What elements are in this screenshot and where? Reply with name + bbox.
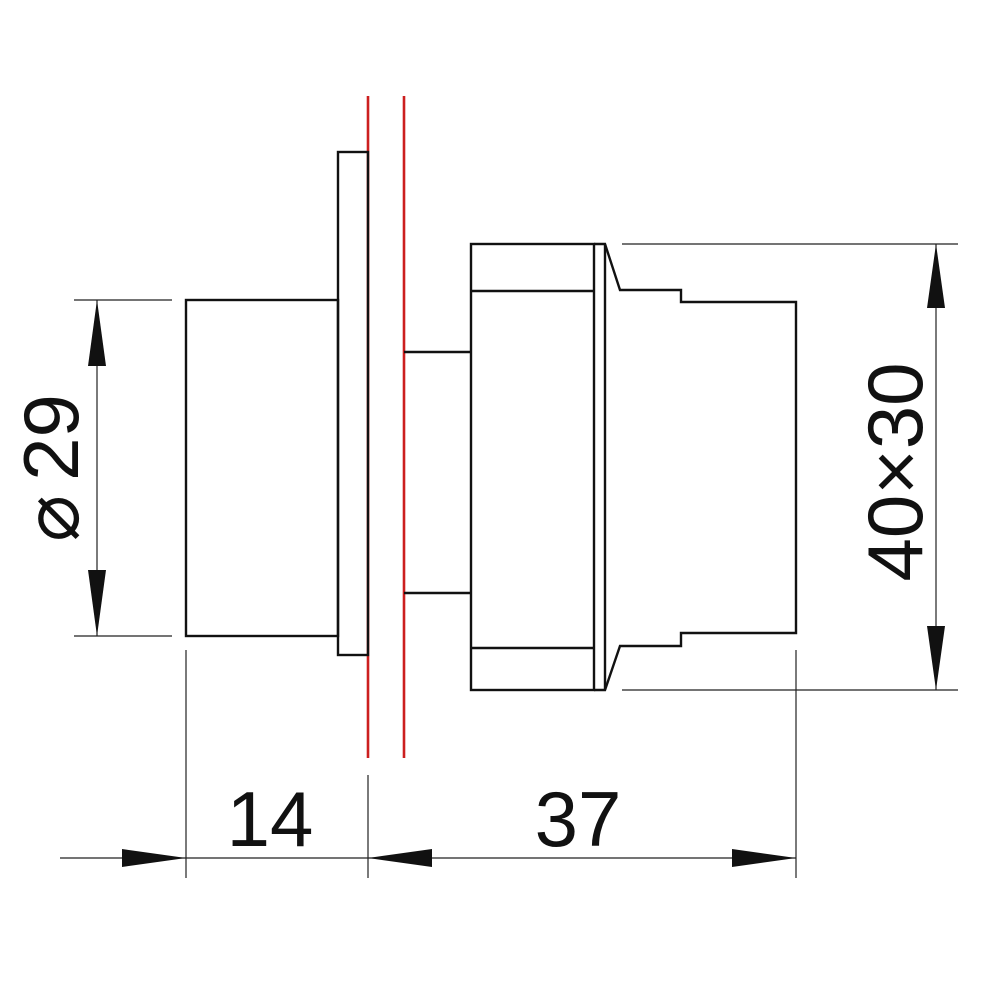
button-head (184, 150, 370, 657)
rear-housing (469, 242, 798, 692)
arrowhead-diameter-top (88, 300, 106, 366)
diameter-value: 29 (7, 394, 95, 481)
panel-lines (366, 96, 406, 758)
extension-lines (74, 243, 958, 878)
dimension-rear-depth: 37 (368, 775, 796, 867)
arrowhead-size-top (927, 244, 945, 308)
dimension-body-size: 40×30 (851, 244, 945, 690)
front-bezel (336, 150, 370, 657)
contact-block-outline (594, 242, 798, 692)
dim-label-front-depth: 14 (227, 775, 314, 863)
dim-label-body-size: 40×30 (851, 362, 939, 581)
dimension-front-depth: 14 (60, 775, 368, 867)
button-cap (184, 298, 340, 638)
dimension-diameter: ⌀ 29 (7, 300, 106, 636)
arrowhead-size-bottom (927, 626, 945, 690)
dim-label-rear-depth: 37 (535, 775, 622, 863)
arrowhead-rear-left (368, 849, 432, 867)
dim-label-diameter: ⌀ 29 (7, 394, 95, 542)
arrowhead-front-left (122, 849, 186, 867)
arrowhead-diameter-bottom (88, 570, 106, 636)
shaft (404, 350, 471, 595)
mounting-collar (469, 242, 596, 692)
arrowhead-rear-right (732, 849, 796, 867)
diameter-symbol: ⌀ (7, 495, 95, 542)
